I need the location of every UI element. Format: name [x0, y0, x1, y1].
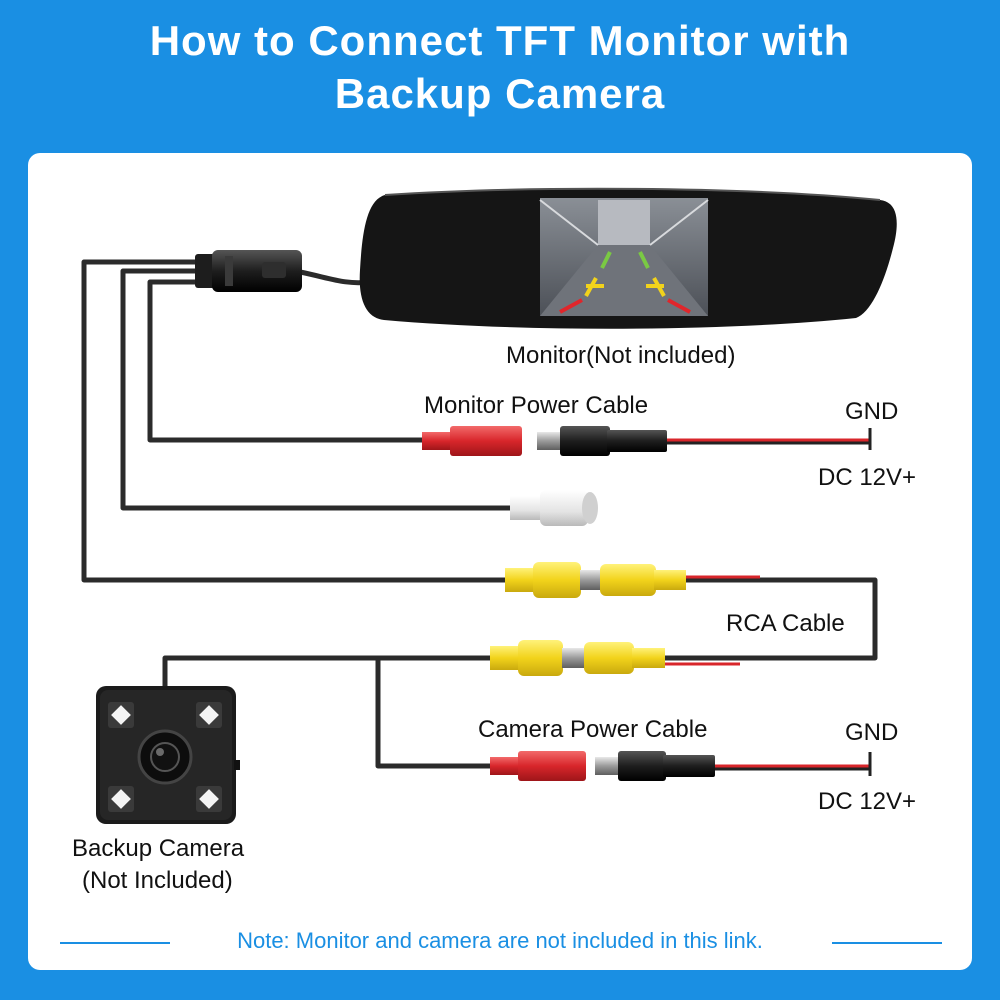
rca-cable-loop	[665, 577, 878, 661]
monitor-power-cable-label: Monitor Power Cable	[424, 392, 649, 419]
backup-camera	[96, 686, 240, 824]
camera-led-lights	[108, 702, 222, 812]
note-text: Note: Monitor and camera are not include…	[237, 928, 763, 953]
camera-video-lead	[162, 655, 490, 690]
note-divider-left	[60, 942, 170, 944]
monitor-bezel-highlight	[384, 187, 881, 201]
monitor-power-lead	[147, 279, 425, 443]
power-wires	[660, 428, 872, 776]
dc-12v-label-top: DC 12V+	[818, 464, 917, 491]
note-divider-right	[832, 942, 942, 944]
monitor-main-cable	[299, 269, 371, 286]
page-title: How to Connect TFT Monitor with Backup C…	[0, 14, 1000, 120]
monitor-label: Monitor(Not included)	[506, 342, 736, 369]
gnd-label-top: GND	[845, 398, 899, 425]
monitor-plug	[195, 250, 302, 292]
parking-guide-lines	[559, 251, 691, 314]
camera-power-cable-label: Camera Power Cable	[478, 716, 708, 743]
camera-lens	[150, 742, 180, 772]
audio-cable	[120, 268, 510, 511]
rca-connector-bottom	[490, 640, 665, 676]
mirror-monitor	[359, 187, 897, 329]
rca-connector-top	[505, 562, 686, 598]
camera-power-lead	[375, 658, 490, 769]
gnd-label-bottom: GND	[845, 719, 899, 746]
cable-lines	[81, 259, 878, 769]
dc-12v-label-bottom: DC 12V+	[818, 788, 917, 815]
rca-cable-label: RCA Cable	[726, 610, 845, 637]
title-line-2: Backup Camera	[334, 70, 666, 117]
backup-camera-label: Backup Camera	[72, 835, 245, 862]
monitor-power-connectors	[422, 426, 667, 456]
video-cable-outer	[81, 259, 505, 583]
white-rca-connector	[510, 490, 598, 526]
camera-power-connectors	[490, 751, 715, 781]
title-line-1: How to Connect TFT Monitor with	[149, 17, 851, 64]
backup-camera-not-included-label: (Not Included)	[82, 867, 233, 894]
